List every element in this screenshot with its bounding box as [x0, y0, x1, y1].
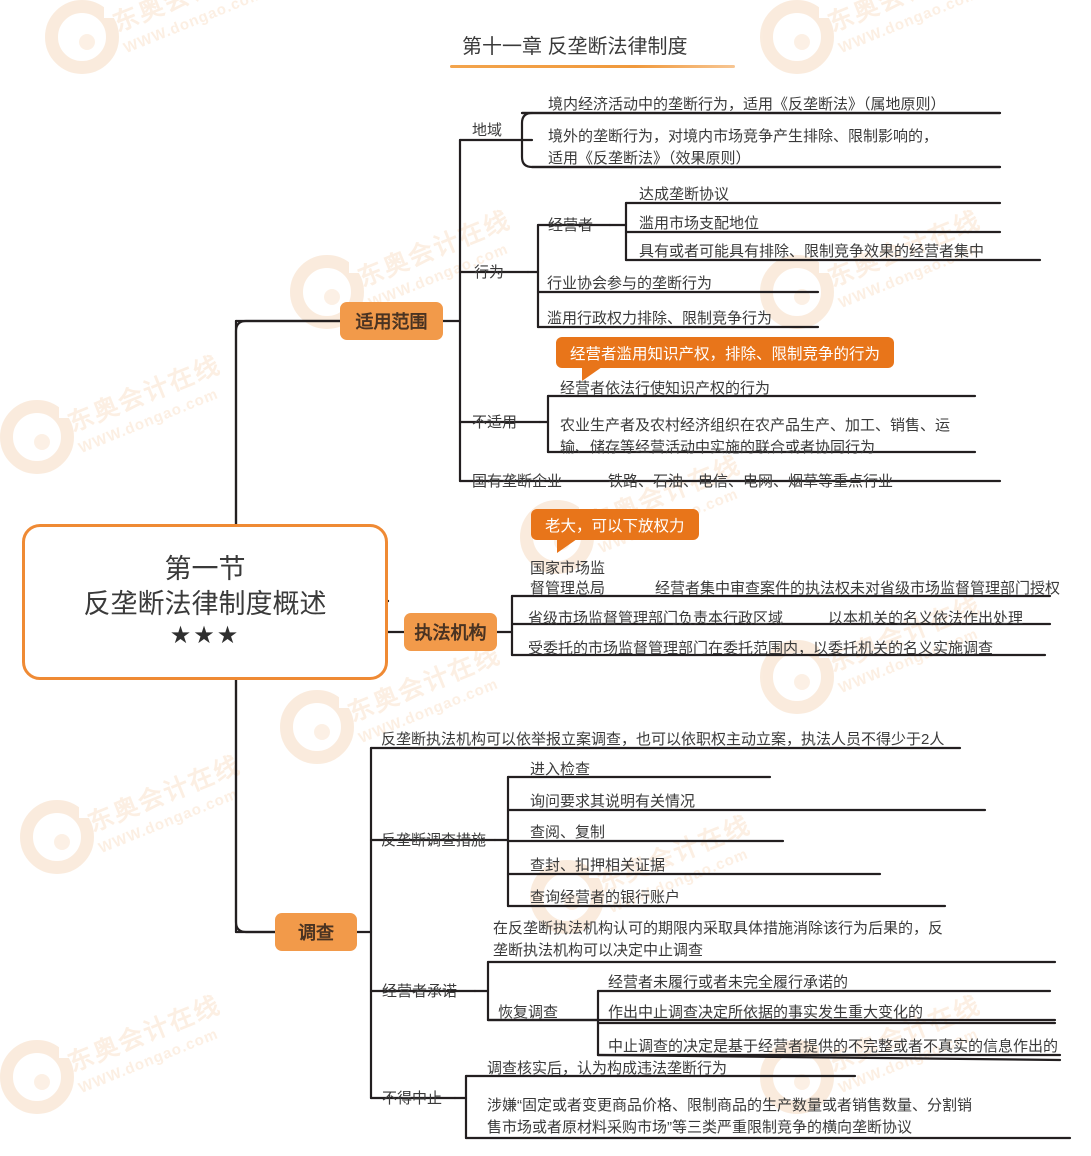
root-node-line1: 第一节 — [164, 554, 246, 585]
label-measures: 反垄断调查措施 — [381, 832, 487, 849]
label-resume-investigation: 恢复调查 — [498, 1004, 559, 1021]
operator-item-0: 达成垄断协议 — [639, 186, 730, 203]
operator-item-1: 滥用市场支配地位 — [639, 215, 760, 232]
branch-tag-investigation[interactable]: 调查 — [275, 913, 357, 951]
no-suspend-item-0: 调查核实后，认为构成违法垄断行为 — [487, 1060, 728, 1077]
label-commitment: 经营者承诺 — [382, 983, 458, 1000]
exempt-item-1-line1: 农业生产者及农村经济组织在农产品生产、加工、销售、运 — [560, 417, 951, 434]
region-item-0: 境内经济活动中的垄断行为，适用《反垄断法》（属地原则） — [548, 96, 946, 113]
conduct-item-0: 行业协会参与的垄断行为 — [547, 275, 713, 292]
measures-item-2: 查阅、复制 — [530, 824, 606, 841]
resume-item-0: 经营者未履行或者未完全履行承诺的 — [608, 974, 849, 991]
commitment-note-line2: 垄断执法机构可以决定中止调查 — [493, 942, 704, 959]
measures-item-3: 查封、扣押相关证据 — [530, 857, 666, 874]
resume-item-2: 中止调查的决定是基于经营者提供的不完整或者不真实的信息作出的 — [608, 1038, 1059, 1055]
region-item-2: 适用《反垄断法》（效果原则） — [548, 150, 751, 167]
label-no-suspend: 不得中止 — [382, 1090, 443, 1107]
exempt-item-1-line2: 输、储存等经营活动中实施的联合或者协同行为 — [560, 439, 876, 456]
commitment-note-line1: 在反垄断执法机构认可的期限内采取具体措施消除该行为后果的，反 — [493, 920, 944, 937]
page-title: 第十一章 反垄断法律制度 — [462, 36, 688, 58]
title-underline — [450, 65, 735, 68]
enforcement-row-1-value: 以本机关的名义依法作出处理 — [828, 610, 1024, 627]
exempt-item-0: 经营者依法行使知识产权的行为 — [560, 380, 771, 397]
conduct-item-1: 滥用行政权力排除、限制竞争行为 — [547, 310, 773, 327]
callout-ip-abuse: 经营者滥用知识产权，排除、限制竞争的行为 — [556, 337, 895, 381]
label-exempt: 不适用 — [472, 414, 518, 431]
root-node-rating: ★★★ — [169, 622, 241, 650]
resume-item-1: 作出中止调查决定所依据的事实发生重大变化的 — [608, 1004, 924, 1021]
branch-tag-enforcement[interactable]: 执法机构 — [404, 613, 497, 651]
measures-item-4: 查询经营者的银行账户 — [530, 889, 681, 906]
enforcement-row-0-label-line1: 国家市场监 — [530, 560, 606, 577]
enforcement-row-0-label-line2: 督管理总局 — [530, 580, 606, 597]
label-conduct: 行为 — [474, 264, 505, 281]
measures-item-1: 询问要求其说明有关情况 — [530, 793, 696, 810]
enforcement-row-1-label: 省级市场监督管理部门负责本行政区域 — [528, 610, 784, 627]
label-region: 地域 — [472, 122, 503, 139]
no-suspend-item-1-line1: 涉嫌“固定或者变更商品价格、限制商品的生产数量或者销售数量、分割销 — [487, 1097, 972, 1114]
state-monopoly-value: 铁路、石油、电信、电网、烟草等重点行业 — [608, 473, 894, 490]
no-suspend-item-1-line2: 售市场或者原材料采购市场”等三类严重限制竞争的横向垄断协议 — [487, 1119, 912, 1136]
branch-tag-scope[interactable]: 适用范围 — [340, 302, 443, 340]
root-node[interactable]: 第一节 反垄断法律制度概述 ★★★ — [22, 524, 388, 680]
investigation-top-note: 反垄断执法机构可以依举报立案调查，也可以依职权主动立案，执法人员不得少于2人 — [381, 731, 945, 748]
operator-item-2: 具有或者可能具有排除、限制竞争效果的经营者集中 — [639, 243, 985, 260]
root-node-line2: 反垄断法律制度概述 — [83, 588, 327, 619]
label-operator: 经营者 — [548, 217, 594, 234]
label-state-monopoly: 国有垄断企业 — [472, 473, 563, 490]
measures-item-0: 进入检查 — [530, 761, 591, 778]
enforcement-row-2-label: 受委托的市场监督管理部门在委托范围内，以委托机关的名义实施调查 — [528, 640, 994, 657]
region-item-1: 境外的垄断行为，对境内市场竞争产生排除、限制影响的， — [548, 128, 939, 145]
enforcement-row-0-value: 经营者集中审查案件的执法权未对省级市场监督管理部门授权 — [655, 580, 1061, 597]
callout-delegate-power: 老大，可以下放权力 — [531, 509, 699, 553]
